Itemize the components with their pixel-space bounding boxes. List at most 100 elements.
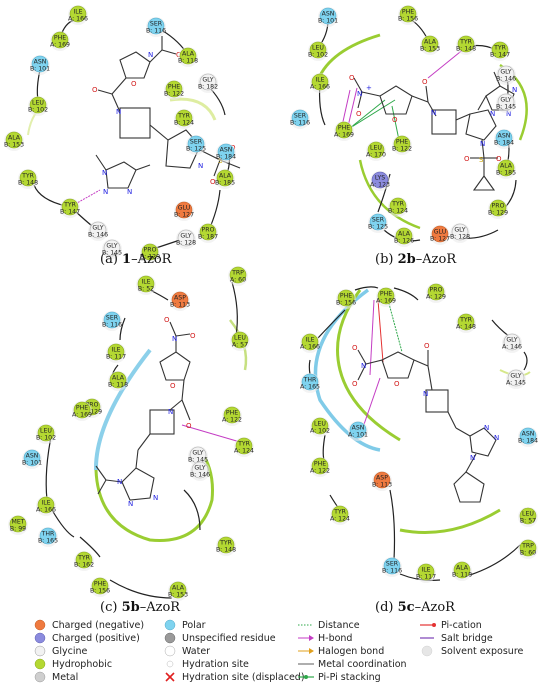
residue-circle (137, 275, 155, 293)
residue-circle (169, 581, 187, 599)
atom-n: N (490, 110, 495, 118)
atom-n: N (423, 390, 428, 398)
hbond-b (427, 47, 466, 79)
residue-chain-id: B: 124 (388, 208, 408, 215)
residue-chain-id: B: 147 (490, 52, 510, 59)
residue-circle (503, 333, 521, 351)
residue-circle (107, 343, 125, 361)
residue-chain-id: B: 185 (215, 180, 235, 187)
residue-circle (301, 373, 319, 391)
residue-circle (457, 313, 475, 331)
legend: Charged (negative) Charged (positive) Gl… (34, 619, 524, 683)
legend-metal: Metal (52, 672, 78, 683)
legend-hydration-site: Hydration site (182, 659, 249, 670)
residue-chain-id: B: 146 (190, 472, 210, 479)
atom-o: O (422, 78, 428, 86)
residue-circle (383, 557, 401, 575)
pi-pi-b-1 (349, 99, 386, 129)
residue-circle (393, 135, 411, 153)
atom-n: N (506, 110, 511, 118)
legend-unspecified-residue: Unspecified residue (182, 633, 276, 644)
residue-chain-id: B: 122 (392, 146, 412, 153)
residue-name: GLY (194, 465, 205, 472)
residue-chain-id: B: 147 (60, 209, 80, 216)
caption-b-compound: 2b (398, 252, 416, 267)
residue-name: ILE (41, 500, 50, 507)
residue-name: ALA (182, 51, 195, 58)
residue-chain-id: B: 116 (290, 120, 310, 127)
residue-circle (349, 421, 367, 439)
residue-name: PRO (430, 287, 443, 294)
atom-charge-plus: + (366, 84, 372, 92)
residue-chain-id: B: 129 (488, 210, 508, 217)
residue-circle (229, 266, 247, 284)
legend-salt-bridge: Salt bridge (441, 633, 493, 644)
ligand-5b (95, 321, 191, 501)
legend-halogen-bond: Halogen bond (318, 646, 384, 657)
legend-hydration-site-displaced: Hydration site (displaced) (182, 672, 305, 683)
pi-pi-d (387, 299, 403, 353)
residue-circle (217, 143, 235, 161)
residue-circle (5, 131, 23, 149)
residue-circle (187, 135, 205, 153)
atom-o: O (392, 116, 398, 124)
atom-n: N (361, 362, 366, 370)
caption-c: (c) 5b–AzoR (100, 600, 181, 615)
legend-swatch-solvent-exposure (421, 645, 433, 657)
residue-chain-id: A: 166 (68, 16, 88, 23)
residue-circle (337, 289, 355, 307)
residue-name: ILE (315, 77, 324, 84)
caption-c-suffix: –AzoR (140, 600, 182, 615)
residue-circle (507, 369, 525, 387)
residue-circle (309, 41, 327, 59)
pocket-contour-b-3 (358, 159, 421, 230)
residue-chain-id: B: 148 (216, 547, 236, 554)
hbond-a (69, 189, 101, 208)
residue-circle (37, 424, 55, 442)
legend-glycine: Glycine (52, 646, 88, 657)
atom-n: N (484, 424, 489, 432)
residue-name: TYR (459, 39, 473, 46)
residue-chain-id: A: 57 (232, 342, 248, 349)
residue-circle (199, 73, 217, 91)
residue-chain-id: A: 169 (334, 132, 354, 139)
atom-o: O (352, 344, 358, 352)
residue-chain-id: A: 124 (234, 448, 254, 455)
residue-chain-id: B: 148 (18, 180, 38, 187)
residue-circle (311, 73, 329, 91)
residue-name: LEU (314, 421, 326, 428)
panel-a: O N O O O N N S O O N N N (27, 19, 241, 251)
residue-circle (489, 199, 507, 217)
residue-name: PHE (94, 581, 106, 588)
residue-chain-id: B: 129 (140, 254, 160, 261)
residue-chain-id: B: 184 (494, 140, 514, 147)
residue-circle (421, 35, 439, 53)
caption-c-compound: 5b (122, 600, 140, 615)
